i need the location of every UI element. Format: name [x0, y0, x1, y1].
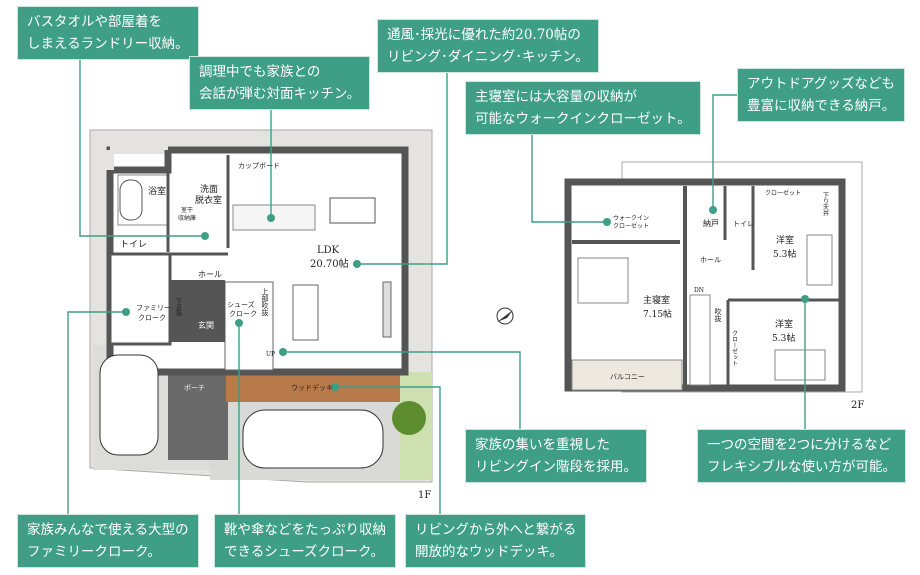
callout-line: バスタオルや部屋着を — [27, 14, 162, 30]
room-hall: ホール — [198, 270, 222, 279]
closet-top: クローゼット — [765, 189, 801, 197]
porch: ポーチ — [184, 384, 205, 392]
callout-line: リビングイン階段を採用。 — [475, 459, 637, 475]
callout-line: 会話が弾む対面キッチン。 — [199, 86, 361, 102]
room-storage: 納戸 — [703, 218, 719, 228]
balcony: バルコニー — [610, 373, 645, 381]
callout-kitchen: 調理中でも家族との会話が弾む対面キッチン。 — [190, 57, 370, 109]
callout-line: 靴や傘などをたっぷり収納 — [224, 522, 386, 538]
room-ldk-size: 20.70帖 — [310, 257, 349, 270]
closet-side: クローゼット — [731, 330, 738, 366]
drying-storage-2: 収納庫 — [178, 214, 196, 222]
callout-storage: アウトドアグッズなども豊富に収納できる納戸。 — [738, 69, 905, 121]
leader-lines — [67, 56, 806, 515]
callout-stairs: 家族の集いを重視したリビングイン階段を採用。 — [466, 430, 646, 482]
room-western-2: 洋室 — [775, 318, 793, 330]
stairs-down: DN — [694, 287, 704, 294]
callout-ldk: 通風･採光に優れた約20.70帖のリビング･ダイニング･キッチン。 — [378, 20, 598, 72]
callout-line: しまえるランドリー収納。 — [27, 36, 189, 52]
room-hall-2f: ホール — [700, 256, 721, 264]
callout-laundry: バスタオルや部屋着をしまえるランドリー収納。 — [18, 7, 198, 59]
callout-line: 一つの空間を2つに分けるなど — [707, 437, 892, 453]
walkin-closet-2: クローゼット — [613, 222, 649, 230]
callout-line: リビングから外へと繋がる — [415, 522, 577, 538]
wood-deck-label: ウッドデッキ — [291, 383, 333, 392]
room-master: 主寝室 — [643, 294, 670, 306]
shoes-cloak: シューズ — [227, 300, 255, 309]
void-above: 上部吹抜 — [261, 287, 269, 317]
floor-label-2f: 2F — [851, 400, 864, 411]
callout-line: できるシューズクローク。 — [224, 544, 384, 560]
room-bath: 浴室 — [148, 185, 166, 197]
drying-storage: 室干 — [181, 206, 193, 214]
room-entrance: 玄関 — [198, 320, 214, 330]
floor-label-1f: 1F — [418, 490, 431, 501]
room-western-2-size: 5.3帖 — [772, 332, 795, 344]
callout-line: 通風･採光に優れた約20.70帖の — [387, 27, 581, 43]
callout-line: 家族の集いを重視した — [475, 437, 610, 453]
room-western-1-size: 5.3帖 — [773, 248, 796, 260]
stairs-up: UP — [266, 351, 275, 358]
family-cloak-2: クローク — [138, 314, 166, 322]
family-cloak: ファミリー — [136, 304, 171, 312]
car-icon — [242, 409, 384, 469]
callout-line: 豊富に収納できる納戸。 — [747, 98, 896, 114]
room-master-size: 7.15帖 — [643, 308, 672, 320]
cupboard: カップボード — [238, 162, 280, 170]
callout-line: ファミリークローク。 — [27, 544, 161, 560]
car-icon — [99, 354, 159, 456]
callout-family-cloak: 家族みんなで使える大型のファミリークローク。 — [18, 515, 198, 567]
callout-shoes-cloak: 靴や傘などをたっぷり収納できるシューズクローク。 — [215, 515, 395, 567]
room-western-1: 洋室 — [776, 234, 794, 246]
room-toilet-2f: トイレ — [733, 220, 754, 228]
shoe-box: 下足箱 — [175, 298, 182, 317]
room-toilet: トイレ — [120, 240, 147, 250]
callout-line: 調理中でも家族との — [199, 64, 321, 80]
lowered-ceiling: 下り天井 — [822, 192, 829, 217]
callout-line: 主寝室には大容量の収納が — [475, 89, 637, 105]
leader-dots — [201, 214, 361, 391]
walkin-closet: ウォークイン — [613, 214, 649, 222]
callout-line: 可能なウォークインクローゼット。 — [475, 111, 691, 127]
callout-line: リビング･ダイニング･キッチン。 — [387, 49, 589, 65]
callout-line: 開放的なウッドデッキ。 — [415, 544, 563, 560]
tree-icon — [392, 401, 426, 435]
callout-line: 家族みんなで使える大型の — [27, 522, 189, 538]
callout-line: アウトドアグッズなども — [747, 76, 895, 92]
room-washroom: 洗面 — [200, 183, 218, 195]
shoes-cloak-2: クローク — [229, 310, 257, 318]
void-2f: 吹抜 — [714, 307, 722, 323]
room-ldk: LDK — [317, 245, 340, 256]
room-washroom-2: 脱衣室 — [195, 194, 222, 206]
callout-wood-deck: リビングから外へと繋がる開放的なウッドデッキ。 — [406, 515, 586, 567]
floor2-plan — [564, 161, 863, 393]
callout-line: フレキシブルな使い方が可能。 — [707, 459, 896, 475]
compass-icon — [496, 307, 514, 325]
callout-flexible: 一つの空間を2つに分けるなどフレキシブルな使い方が可能。 — [698, 430, 905, 482]
callout-walkin: 主寝室には大容量の収納が可能なウォークインクローゼット。 — [466, 82, 700, 134]
